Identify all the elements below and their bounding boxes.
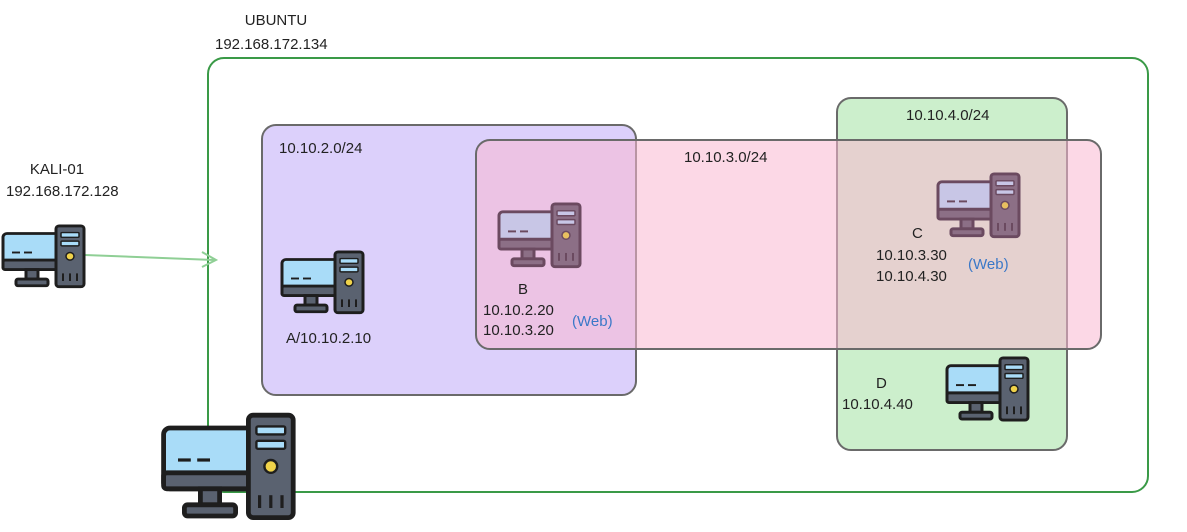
kali-computer-icon: [1, 224, 86, 289]
ubuntu-network-boundary: [207, 57, 1149, 493]
host-a-label: A/10.10.2.10: [286, 330, 372, 347]
kali-ip: 192.168.172.128: [6, 183, 119, 200]
kali-name: KALI-01: [29, 161, 85, 178]
host-b-ip2: 10.10.3.20: [483, 322, 554, 339]
host-b-ip1: 10.10.2.20: [483, 302, 554, 319]
host-b-letter: B: [518, 281, 529, 298]
host-c-ip2: 10.10.4.30: [876, 268, 947, 285]
ubuntu-name: UBUNTU: [244, 12, 308, 29]
network-10-10-2-label: 10.10.2.0/24: [279, 140, 363, 157]
host-c-ip1: 10.10.3.30: [876, 247, 947, 264]
host-b-role: (Web): [572, 313, 613, 330]
network-10-10-4-label: 10.10.4.0/24: [906, 107, 990, 124]
network-10-10-3-label: 10.10.3.0/24: [684, 149, 768, 166]
host-d-ip: 10.10.4.40: [842, 396, 913, 413]
kali-to-ubuntu-arrow: [84, 254, 215, 261]
arrow-head-icon: [201, 251, 219, 268]
host-c-letter: C: [912, 225, 923, 242]
ubuntu-computer-icon: [164, 415, 294, 517]
ubuntu-ip: 192.168.172.134: [215, 36, 328, 53]
host-d-letter: D: [876, 375, 887, 392]
host-c-role: (Web): [968, 256, 1009, 273]
